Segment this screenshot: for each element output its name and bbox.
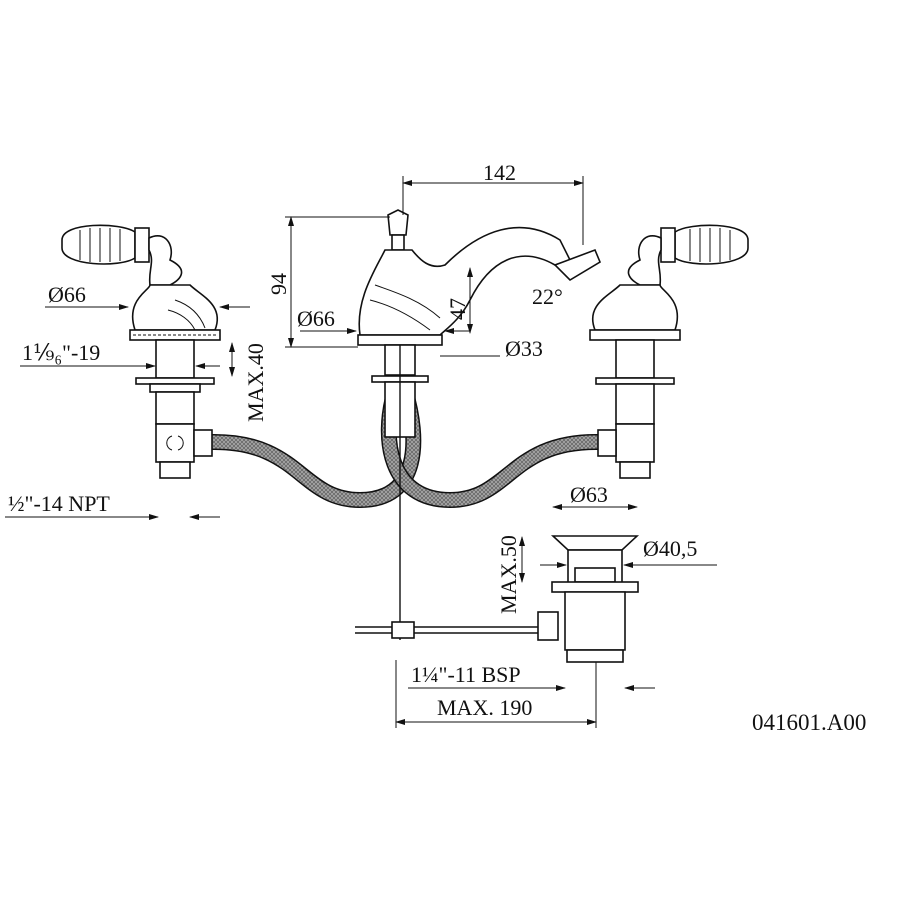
dim-spout-angle: 22° — [532, 284, 563, 309]
dimension-lines — [5, 176, 717, 728]
dim-drain-diameter: Ø40,5 — [643, 536, 697, 561]
hoses — [209, 387, 601, 509]
dim-inlet-thread: ½"-14 NPT — [8, 491, 110, 516]
drawing-code: 041601.A00 — [752, 710, 866, 735]
dim-spout-base-diameter: Ø66 — [297, 306, 335, 331]
dim-hole-diameter: Ø33 — [505, 336, 543, 361]
dim-height: 94 — [266, 273, 291, 295]
dim-drain-thread: 1¼"-11 BSP — [411, 662, 521, 687]
right-handle-valve — [589, 224, 749, 479]
pop-up-drain — [355, 535, 640, 663]
dim-max-deck-thickness: MAX.40 — [243, 343, 268, 422]
dim-handle-thread: 1⅑₆"-19 — [22, 340, 100, 365]
dim-drain-top-diameter: Ø63 — [570, 482, 608, 507]
dim-handle-diameter: Ø66 — [48, 282, 86, 307]
dim-spout-height: 47 — [445, 298, 470, 320]
spout — [357, 209, 602, 640]
dim-max-drain-depth: MAX.50 — [496, 535, 521, 614]
left-handle-valve — [61, 224, 221, 479]
dim-max-rod-length: MAX. 190 — [437, 695, 532, 720]
dim-spout-reach: 142 — [483, 160, 516, 185]
